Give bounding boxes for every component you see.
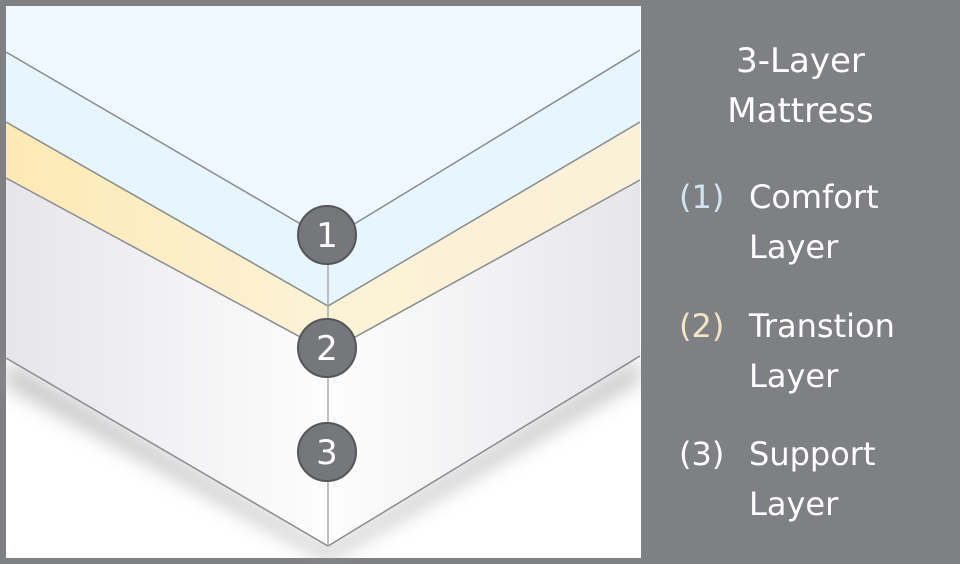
- legend-panel: 3-Layer Mattress (1) Comfort Layer (2) T…: [641, 0, 960, 564]
- legend-label-line2: Layer: [749, 485, 839, 523]
- layer-marker-1: 1: [297, 205, 357, 265]
- legend-marker-1: (1): [679, 178, 725, 216]
- legend-label-line2: Layer: [749, 357, 839, 395]
- marker-2-number: 2: [316, 329, 338, 369]
- layer-marker-3: 3: [297, 422, 357, 482]
- legend-marker-2: (2): [679, 307, 725, 345]
- title-line-1: 3-Layer: [736, 41, 865, 81]
- support-layer-left: [6, 178, 328, 546]
- legend-marker-3: (3): [679, 435, 725, 473]
- legend-label-line2: Layer: [749, 228, 839, 266]
- legend-label-line1: Support: [749, 435, 876, 473]
- legend-title: 3-Layer Mattress: [641, 36, 960, 136]
- support-layer-right: [328, 180, 640, 546]
- mattress-diagram: 1 2 3: [5, 6, 641, 560]
- legend-label-line1: Transtion: [749, 307, 895, 345]
- marker-1-number: 1: [316, 216, 338, 256]
- legend-label-line1: Comfort: [749, 178, 879, 216]
- mattress-top-surface: [6, 6, 640, 240]
- layer-marker-2: 2: [297, 318, 357, 378]
- transition-layer: [6, 122, 640, 352]
- marker-3-number: 3: [316, 433, 338, 473]
- title-line-2: Mattress: [727, 91, 874, 131]
